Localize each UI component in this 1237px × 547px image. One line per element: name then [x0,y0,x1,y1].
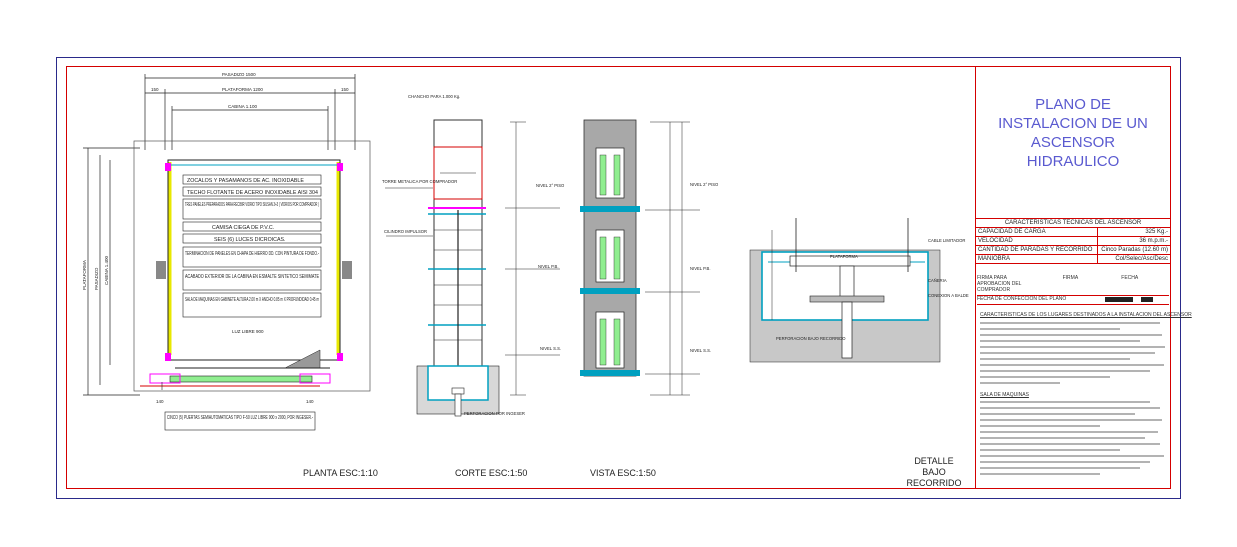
spec-box-text: TRES PANELES PREPARADOS PARA RECIBIR VID… [185,202,319,208]
drawing-inner-frame [66,66,1171,489]
door-note: CINCO (5) PUERTAS SEMIAUTOMATICAS TIPO F… [167,415,313,421]
detalle-label: CONEXION A BALDE [928,293,969,298]
fecha-confeccion-row: FECHA DE CONFECCION DEL PLANO [977,295,1169,305]
vista-label: NIVEL S.S. [690,348,711,353]
plan-side-dim: CABINA 1.400 [104,255,109,285]
spec-box-text: TERMINACION DE PANELES EN CHAPA DE HIERR… [185,251,319,257]
plan-dim-text: PASADIZO 1500 [222,72,256,77]
caption-planta: PLANTA ESC:1:10 [303,468,378,478]
plan-dim-text: 140 [306,399,314,404]
title-line: HIDRAULICO [1026,153,1120,170]
corte-texts: CHANCHO PARA 1.000 Kg. TORRE METALICA PO… [382,94,565,416]
fecha-block-1 [1105,297,1133,302]
firma-col: FIRMA [1062,275,1079,281]
plan-dim-text: LUZ LIBRE 900 [232,329,264,334]
firma-row: FIRMA PARA APROBACION DEL COMPRADOR FIRM… [977,275,1169,293]
corte-label: NIVEL P.B. [538,264,558,269]
spec-box-text: TECHO FLOTANTE DE ACERO INOXIDABLE AISI … [187,190,318,196]
plan-side-dim: PLATAFORMA [82,260,87,290]
fecha-col: FECHA [1121,275,1139,281]
planta-spec-texts: ZOCALOS Y PASAMANOS DE AC. INOXIDABLE TE… [167,178,319,421]
spec-value: Col/Selec/Asc/Desc [1096,254,1172,264]
corte-drawing [385,119,560,417]
corte-label: TORRE METALICA POR COMPRADOR [382,179,457,184]
corte-label: CILINDRO IMPULSOR [384,229,427,234]
caption-vista: VISTA ESC:1:50 [590,468,656,478]
spec-box-text: CAMISA CIEGA DE P.V.C. [212,225,274,231]
caption-detalle-line: DETALLE [914,456,954,466]
corte-label: NIVEL S.S. [540,346,561,351]
fecha-block-2 [1141,297,1153,302]
tech-specs-table: CARACTERISTICAS TECNICAS DEL ASCENSOR CA… [975,218,1172,264]
spec-box-text: SALA DE MAQUINAS EN GABINETE ALTURA 2.00… [185,297,319,303]
plan-side-dim: PASADIZO [94,267,99,290]
planta-dim-texts: PASADIZO 1500 PLATAFORMA 1200 CABINA 1.1… [82,72,349,404]
title-block [975,66,1171,489]
title-line: PLANO DE [1035,96,1111,113]
detalle-texts: PLATAFORMA CABLE LIMITADOR PERFORACION B… [776,238,969,341]
spec-box-text: ACABADO EXTERIOR DE LA CABINA EN ESMALTE… [185,274,319,280]
vista-label: NIVEL 2° PISO [690,182,719,187]
firma-label: FIRMA PARA APROBACION DEL COMPRADOR [977,275,1022,293]
caption-detalle-line: BAJO RECORRIDO [906,467,962,488]
drawing-outer-frame [56,57,1181,499]
plan-dim-text: CABINA 1.100 [228,104,258,109]
detalle-drawing [749,218,941,363]
corte-label: NIVEL 2° PISO [536,183,565,188]
notes-title: CARACTERISTICAS DE LOS LUGARES DESTINADO… [980,312,1192,318]
plano-title: PLANO DE INSTALACION DE UN ASCENSOR HIDR… [980,95,1166,171]
spec-box-text: ZOCALOS Y PASAMANOS DE AC. INOXIDABLE [187,178,304,184]
plan-dim-text: 150 [151,87,159,92]
detalle-label: CAÑERIA [928,278,947,283]
title-line: INSTALACION DE UN [998,115,1148,132]
vista-texts: NIVEL 2° PISO NIVEL P.B. NIVEL S.S. [690,182,719,353]
caption-corte: CORTE ESC:1:50 [455,468,528,478]
corte-label: PERFORACION POR INGESER [464,411,525,416]
planta-drawing [83,74,371,431]
plan-dim-text: PLATAFORMA 1200 [222,87,263,92]
detalle-label: PLATAFORMA [830,254,858,259]
sala-title: SALA DE MAQUINAS [980,392,1029,398]
plan-dim-text: 140 [156,399,164,404]
plan-dim-text: 150 [341,87,349,92]
fecha-confeccion-label: FECHA DE CONFECCION DEL PLANO [977,296,1067,302]
detalle-label: PERFORACION BAJO RECORRIDO [776,336,846,341]
corte-label: CHANCHO PARA 1.000 Kg. [408,94,460,99]
notes-lines [980,322,1165,475]
detalle-label: CABLE LIMITADOR [928,238,965,243]
vista-label: NIVEL P.B. [690,266,710,271]
vista-drawing [580,119,700,396]
title-line: ASCENSOR [1030,134,1116,151]
caption-detalle: DETALLE BAJO RECORRIDO [896,456,972,489]
spec-box-text: SEIS (6) LUCES DICROICAS. [214,237,286,243]
